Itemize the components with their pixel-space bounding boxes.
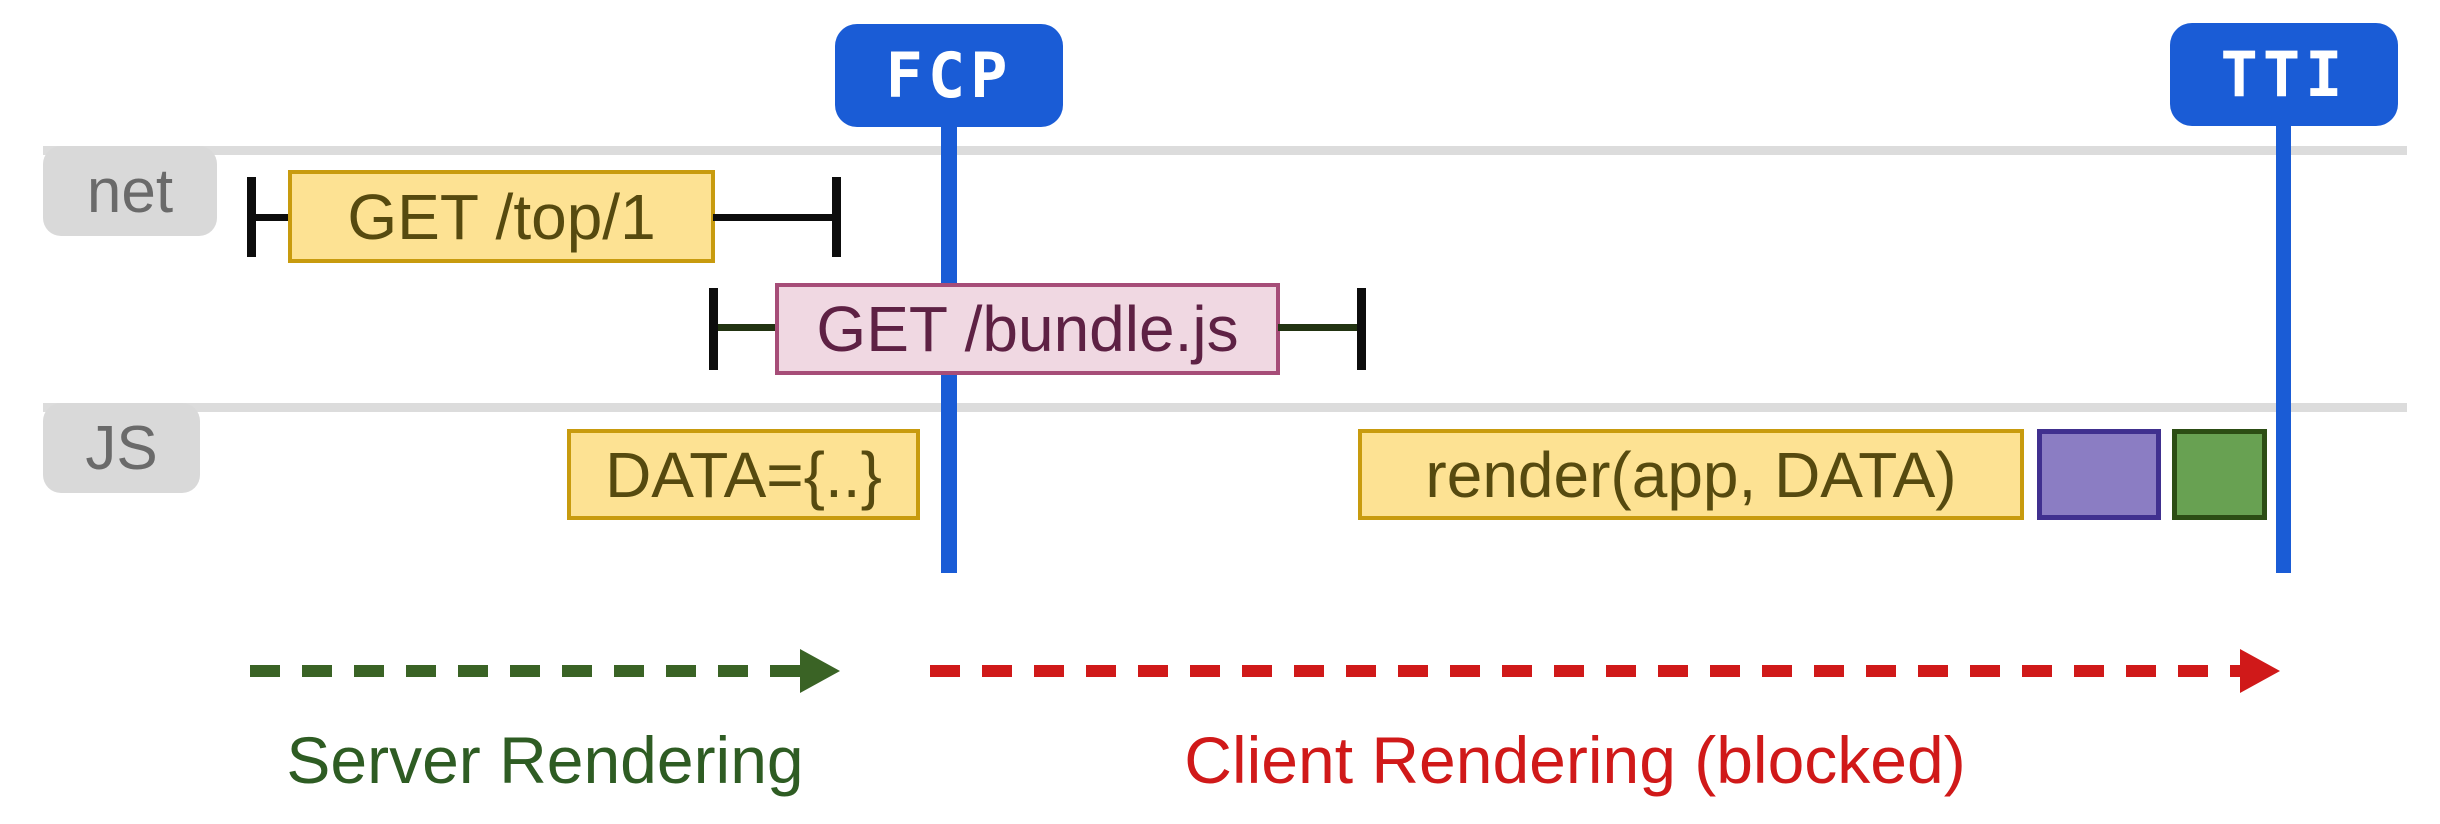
server-rendering-arrowhead-icon [800, 649, 840, 693]
tti-badge-label: TTI [2220, 38, 2348, 111]
js-lane-label: JS [43, 403, 200, 493]
net-lane-label-text: net [86, 156, 174, 226]
server-rendering-arrow [250, 665, 802, 677]
net-lane-line [43, 146, 2407, 155]
top-request-start-tick [247, 177, 256, 257]
data-task-box: DATA={..} [567, 429, 920, 520]
data-task-label: DATA={..} [605, 438, 882, 511]
top-request-end-tick [832, 177, 841, 257]
render-task-label: render(app, DATA) [1425, 438, 1957, 511]
top-request-label: GET /top/1 [347, 180, 656, 253]
top-request-start-whisker [256, 214, 290, 221]
top-request-box: GET /top/1 [288, 170, 715, 263]
js-lane-line [43, 403, 2407, 412]
net-lane-label: net [43, 146, 217, 236]
bundle-request-label: GET /bundle.js [816, 293, 1239, 365]
bundle-request-start-tick [709, 288, 718, 370]
client-rendering-arrow [930, 665, 2242, 677]
bundle-request-box: GET /bundle.js [775, 283, 1280, 375]
bundle-request-start-whisker [718, 324, 777, 331]
client-rendering-arrowhead-icon [2240, 649, 2280, 693]
purple-task-box [2037, 429, 2161, 520]
client-rendering-caption: Client Rendering (blocked) [1184, 723, 1966, 797]
fcp-badge-label: FCP [885, 39, 1013, 112]
server-rendering-caption: Server Rendering [286, 723, 804, 797]
green-task-box [2172, 429, 2267, 520]
js-lane-label-text: JS [85, 413, 158, 483]
bundle-request-end-tick [1357, 288, 1366, 370]
fcp-badge: FCP [835, 24, 1063, 127]
render-task-box: render(app, DATA) [1358, 429, 2024, 520]
bundle-request-end-whisker [1278, 324, 1358, 331]
tti-badge: TTI [2170, 23, 2398, 126]
top-request-end-whisker [713, 214, 832, 221]
tti-marker-line [2276, 126, 2291, 573]
